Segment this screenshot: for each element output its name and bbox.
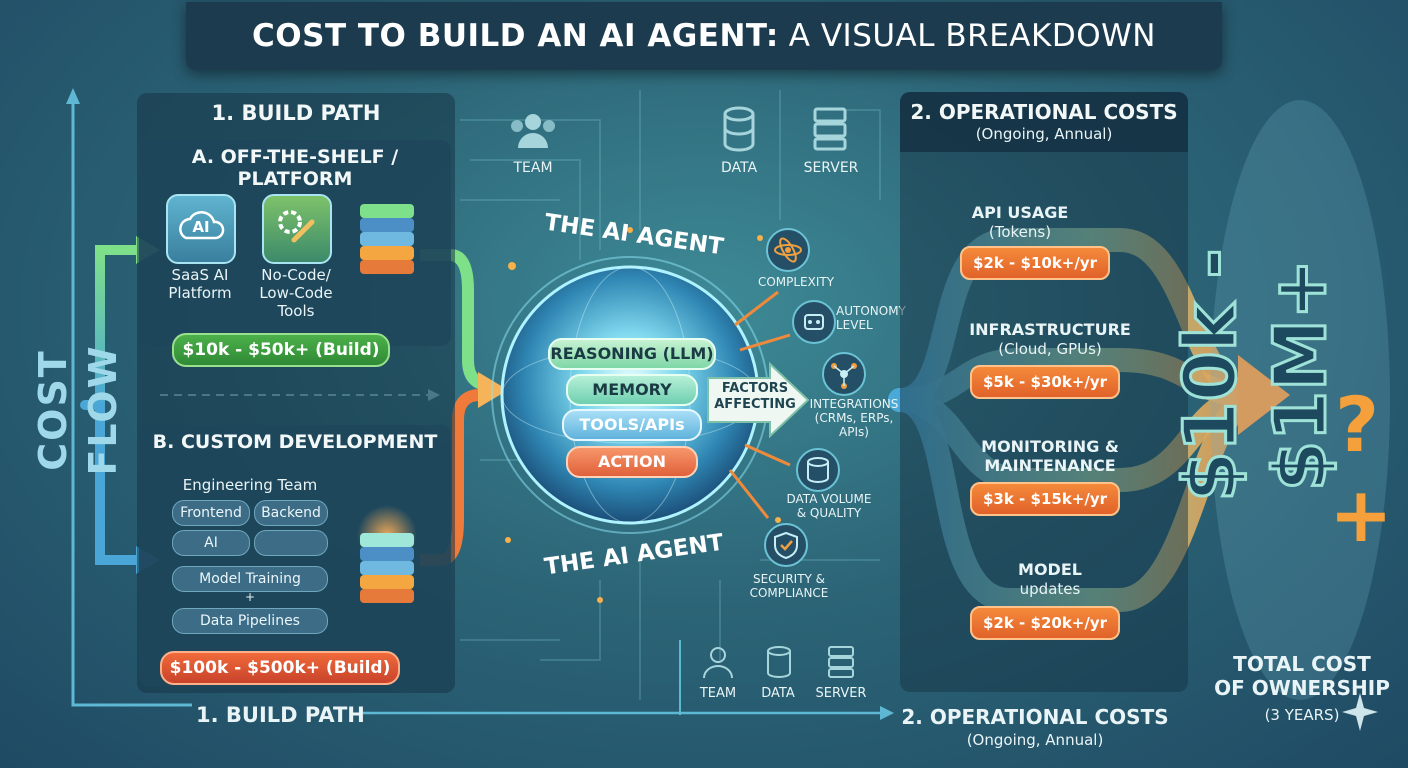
- team-icon-bottom: [703, 647, 733, 679]
- op-item-infra-sub: (Cloud, GPUs): [998, 340, 1102, 358]
- resource-data-bottom: DATA: [761, 686, 795, 701]
- custom-layers-icon: [357, 505, 417, 603]
- build-path-footer: 1. BUILD PATH: [196, 703, 365, 727]
- total-range: $10k - $1M+: [1167, 247, 1344, 503]
- chip-empty: [254, 530, 328, 556]
- total-label: TOTAL COST OF OWNERSHIP: [1214, 652, 1390, 700]
- factor-integrations: INTEGRATIONS (CRMs, ERPs, APIs): [809, 397, 899, 439]
- chip-data-pipelines: Data Pipelines: [172, 608, 328, 634]
- database-icon: [796, 448, 840, 492]
- op-item-infra-cost: $5k - $30k+/yr: [970, 365, 1120, 399]
- shield-lock-icon: [764, 523, 808, 567]
- off-shelf-cost: $10k - $50k+ (Build): [172, 333, 390, 367]
- chip-frontend: Frontend: [172, 500, 250, 526]
- op-item-api-title: API USAGE: [971, 203, 1069, 222]
- cost-flow-label: COST FLOW: [31, 344, 125, 476]
- agent-layer-tools: TOOLS/APIs: [562, 409, 702, 441]
- resource-data: DATA: [720, 160, 758, 176]
- op-item-model-title: MODEL: [1018, 560, 1082, 579]
- chip-ai: AI: [172, 530, 250, 556]
- agent-layer-action: ACTION: [566, 446, 698, 478]
- resource-server-bottom: SERVER: [815, 686, 867, 701]
- op-item-monitoring-title: MONITORING &: [981, 437, 1119, 456]
- server-icon-bottom: [828, 646, 854, 678]
- title-bold: COST TO BUILD AN AI AGENT:: [252, 18, 779, 54]
- total-question: ?: [1334, 380, 1380, 469]
- data-icon: [723, 106, 755, 152]
- operational-header-box: [900, 92, 1188, 152]
- op-item-model-sub: updates: [1019, 580, 1081, 598]
- factor-autonomy: AUTONOMY LEVEL: [836, 304, 906, 332]
- cloud-ai-icon: AI: [166, 194, 236, 264]
- tool-label-saas: SaaS AI Platform: [168, 266, 232, 302]
- off-shelf-header: A. OFF-THE-SHELF / PLATFORM: [191, 146, 399, 190]
- chip-plus: +: [244, 590, 256, 604]
- op-item-api-sub: (Tokens): [988, 223, 1052, 241]
- engineering-team-title: Engineering Team: [182, 476, 318, 494]
- chip-model-training: Model Training: [172, 566, 328, 592]
- build-path-header: 1. BUILD PATH: [211, 101, 381, 125]
- chip-backend: Backend: [254, 500, 328, 526]
- factor-security: SECURITY & COMPLIANCE: [749, 572, 829, 600]
- op-item-monitoring-sub: MAINTENANCE: [984, 456, 1116, 475]
- page-title: COST TO BUILD AN AI AGENT: A VISUAL BREA…: [186, 2, 1222, 70]
- agent-layer-memory: MEMORY: [566, 374, 698, 406]
- custom-cost: $100k - $500k+ (Build): [160, 651, 400, 685]
- robot-icon: [792, 300, 836, 344]
- atom-icon: [766, 228, 810, 272]
- layers-stack-icon: [360, 204, 414, 274]
- agent-layer-reasoning: REASONING (LLM): [548, 338, 716, 370]
- custom-header: B. CUSTOM DEVELOPMENT: [152, 431, 438, 453]
- total-plus: +: [1329, 470, 1393, 559]
- total-sub: (3 YEARS): [1264, 706, 1340, 724]
- resource-server: SERVER: [803, 160, 859, 176]
- op-item-model-cost: $2k - $20k+/yr: [970, 606, 1120, 640]
- factor-complexity: COMPLEXITY: [757, 275, 835, 289]
- resource-team-bottom: TEAM: [699, 686, 737, 701]
- operational-footer-sub: (Ongoing, Annual): [966, 731, 1104, 749]
- cloud-ai-text: AI: [192, 218, 210, 236]
- operational-subheader: (Ongoing, Annual): [975, 125, 1113, 143]
- factor-data-volume: DATA VOLUME & QUALITY: [786, 492, 872, 520]
- resource-team: TEAM: [513, 160, 553, 176]
- op-item-api-cost: $2k - $10k+/yr: [960, 246, 1110, 280]
- title-rest: A VISUAL BREAKDOWN: [788, 18, 1156, 54]
- data-icon-bottom: [767, 646, 791, 678]
- op-item-infra-title: INFRASTRUCTURE: [969, 320, 1131, 339]
- operational-header: 2. OPERATIONAL COSTS: [910, 100, 1178, 124]
- tool-label-nocode: No-Code/ Low-Code Tools: [259, 266, 333, 320]
- factors-affecting-label: FACTORS AFFECTING: [714, 381, 796, 412]
- operational-footer: 2. OPERATIONAL COSTS: [901, 705, 1169, 729]
- server-icon: [813, 107, 847, 151]
- gear-wrench-icon: [262, 194, 332, 264]
- team-icon: [511, 114, 555, 148]
- op-item-monitoring-cost: $3k - $15k+/yr: [970, 482, 1120, 516]
- network-icon: [822, 352, 866, 396]
